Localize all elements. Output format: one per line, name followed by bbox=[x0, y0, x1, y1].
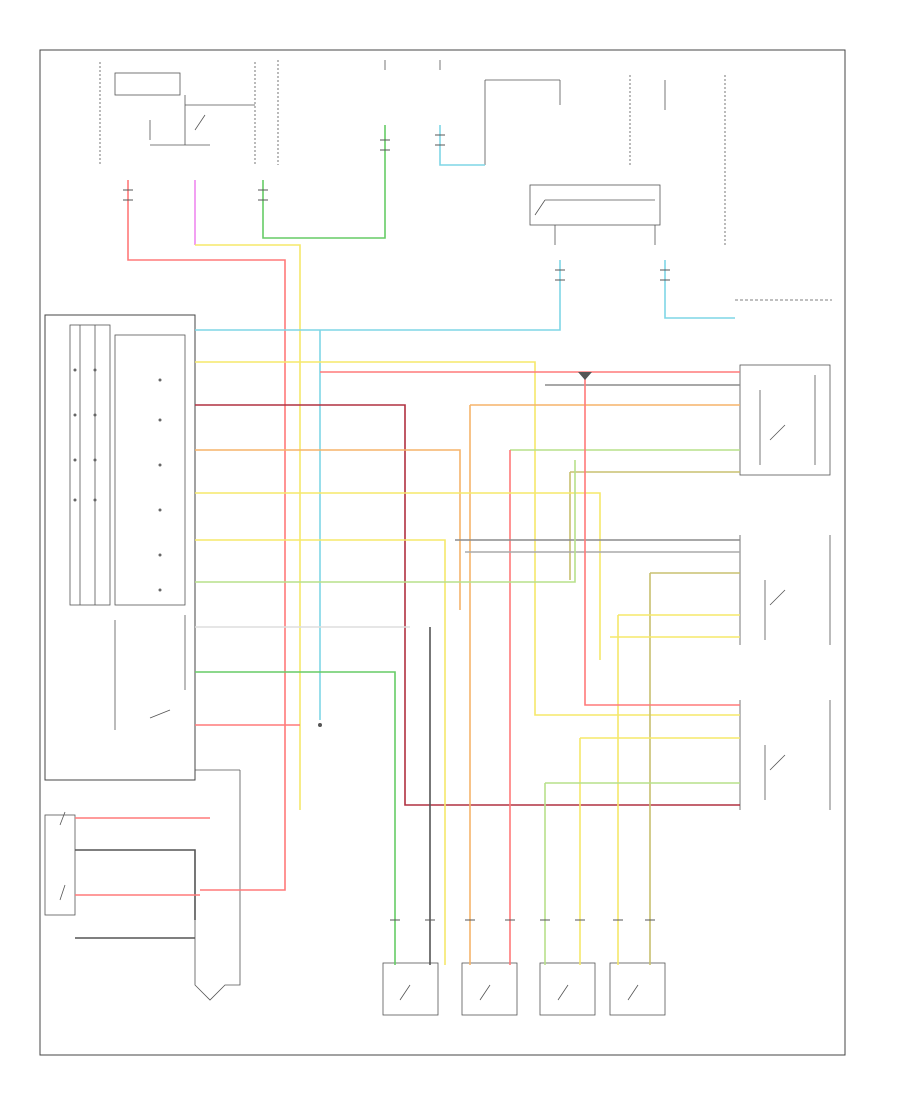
wire-yellow-right-rear bbox=[544, 737, 740, 965]
wire-olive-left-rear bbox=[649, 572, 740, 965]
left-rear-window-switch bbox=[739, 535, 831, 645]
relay-switch bbox=[529, 184, 661, 245]
passenger-window-switch bbox=[739, 364, 831, 476]
connector-ticks bbox=[123, 134, 670, 921]
wire-red-power bbox=[127, 180, 286, 891]
wire-green-fuse bbox=[262, 125, 386, 239]
wire-olive-passenger bbox=[569, 471, 740, 580]
wire-dark-red bbox=[195, 404, 740, 806]
wire-red-right-rear bbox=[195, 372, 740, 726]
ground-marks bbox=[318, 372, 592, 727]
top-fuse-block bbox=[99, 62, 256, 165]
wire-yellow-master-2 bbox=[195, 492, 601, 660]
master-window-switch bbox=[44, 314, 196, 781]
wire-light-green-master bbox=[195, 460, 576, 583]
wire-yellow-master bbox=[195, 361, 740, 716]
drivers-window-motor bbox=[382, 962, 439, 1016]
ground-symbol bbox=[194, 769, 241, 1001]
wire-green-drivers-motor bbox=[195, 671, 396, 965]
fuse-column-1 bbox=[277, 60, 726, 245]
wire-orange-master bbox=[195, 449, 461, 610]
wire-yellow-master-3 bbox=[195, 539, 446, 965]
wire-orange-passenger bbox=[469, 404, 740, 965]
wire-cyan-master bbox=[195, 260, 561, 720]
wire-cyan-fuse bbox=[439, 125, 485, 166]
right-rear-window-switch bbox=[739, 700, 831, 810]
front-passenger-window-motor bbox=[461, 962, 518, 1016]
wire-light-green-passenger bbox=[509, 449, 740, 965]
wire-cyan-cluster bbox=[664, 260, 735, 319]
wire-black-lockout bbox=[75, 849, 196, 939]
diagram-border bbox=[39, 49, 846, 1056]
wire-gray-left-rear bbox=[455, 539, 740, 553]
lockout-switch bbox=[44, 811, 195, 939]
right-rear-window-motor bbox=[539, 962, 596, 1016]
wire-yellow-left-rear bbox=[610, 614, 740, 965]
left-rear-window-motor bbox=[609, 962, 666, 1016]
wire-yellow-feed bbox=[195, 244, 301, 810]
